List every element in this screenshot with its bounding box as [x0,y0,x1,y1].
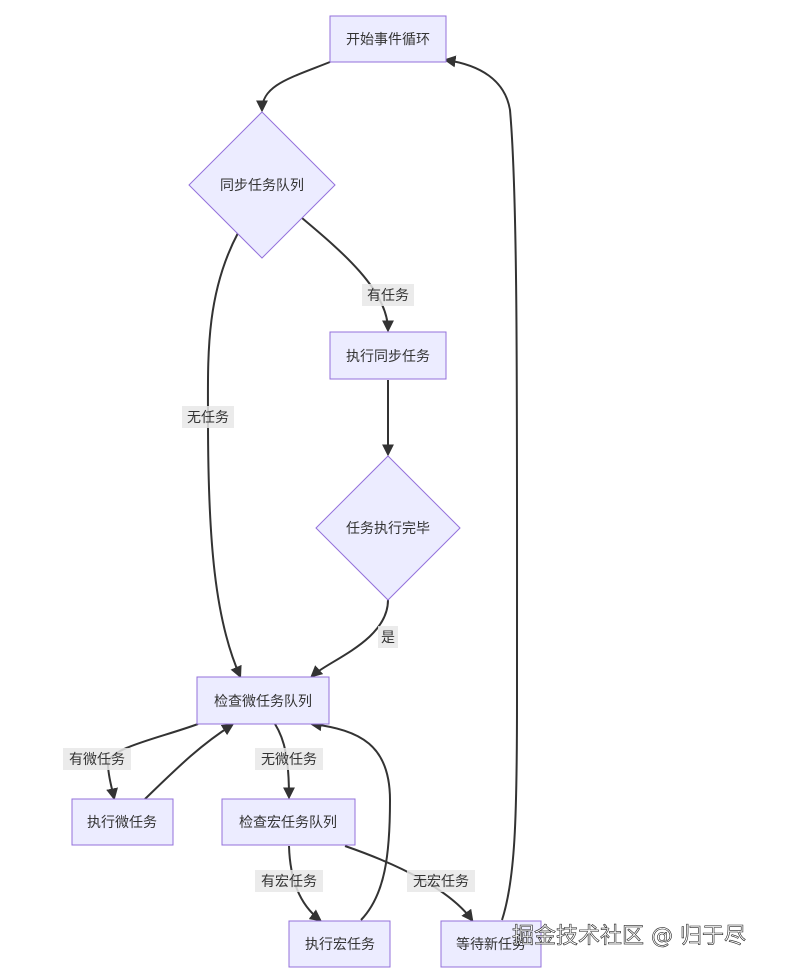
edge-labels: 有任务 无任务 是 有微任务 无微任务 有宏任务 无宏任务 [63,284,475,892]
node-exec-sync-text: 执行同步任务 [346,349,430,365]
node-wait-new-text: 等待新任务 [456,936,526,953]
node-check-micro-text: 检查微任务队列 [214,694,312,710]
edge-label-no-task-text: 无任务 [187,410,229,426]
edge-label-no-macro-text: 无宏任务 [413,874,469,890]
node-start-loop[interactable]: 开始事件循环 [329,15,447,63]
edge-label-yes: 是 [378,626,398,648]
node-exec-macro[interactable]: 执行宏任务 [288,920,391,968]
edge-sync-queue-to-check-micro [206,232,242,679]
edge-label-has-micro: 有微任务 [63,748,131,770]
edge-label-has-macro-text: 有宏任务 [261,874,317,890]
edge-label-has-task: 有任务 [362,284,414,306]
watermark: 掘金技术社区 @ 归于尽 [512,924,746,949]
edge-label-no-macro: 无宏任务 [407,870,475,892]
edge-label-yes-text: 是 [381,630,395,646]
edge-sync-queue-to-exec-sync [301,217,394,333]
edge-label-has-task-text: 有任务 [367,288,409,304]
node-wait-new[interactable]: 等待新任务 [440,920,542,968]
edge-label-no-micro: 无微任务 [255,748,323,770]
node-sync-queue[interactable]: 同步任务队列 [188,111,336,259]
edge-label-no-micro-text: 无微任务 [261,752,317,768]
node-exec-macro-text: 执行宏任务 [305,937,375,953]
edge-exec-micro-to-check-micro [144,723,235,800]
node-sync-queue-text: 同步任务队列 [220,178,304,194]
node-exec-micro[interactable]: 执行微任务 [71,798,174,846]
node-task-done[interactable]: 任务执行完毕 [315,455,461,601]
node-task-done-text: 任务执行完毕 [346,521,430,537]
edge-label-has-macro: 有宏任务 [255,870,323,892]
edge-wait-new-to-start [443,55,519,921]
edge-start-to-sync-queue [256,61,331,113]
node-check-macro-text: 检查宏任务队列 [239,815,337,831]
edge-exec-macro-to-check-micro [309,719,392,921]
node-exec-sync[interactable]: 执行同步任务 [329,331,447,380]
node-exec-micro-text: 执行微任务 [87,815,157,831]
edge-label-has-micro-text: 有微任务 [69,752,125,768]
node-check-micro[interactable]: 检查微任务队列 [196,676,330,725]
node-start-loop-text: 开始事件循环 [346,32,430,48]
edge-task-done-to-check-micro [310,599,389,678]
nodes: 开始事件循环 同步任务队列 执行同步任务 任务执行完毕 检查微任务队列 执行微任… [71,15,542,968]
node-check-macro[interactable]: 检查宏任务队列 [221,798,356,846]
edge-label-no-task: 无任务 [182,406,234,428]
